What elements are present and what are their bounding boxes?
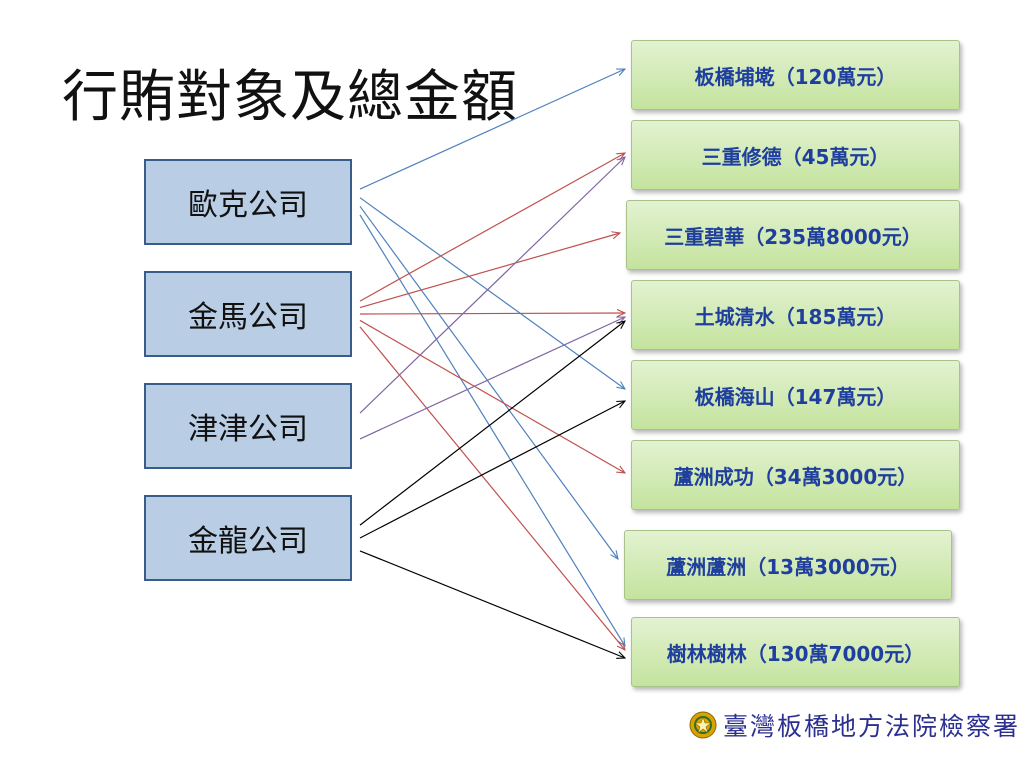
connection-arrow: [359, 153, 625, 302]
footer-text: 臺灣板橋地方法院檢察署: [722, 712, 1020, 741]
court-emblem-icon: [689, 711, 717, 739]
target-box: 三重碧華（235萬8000元）: [626, 200, 960, 270]
company-box: 金龍公司: [144, 495, 352, 581]
target-box: 板橋埔墘（120萬元）: [631, 40, 960, 110]
page-title: 行賄對象及總金額: [62, 65, 518, 130]
target-box: 板橋海山（147萬元）: [631, 360, 960, 430]
connection-arrow: [359, 401, 625, 539]
target-box: 三重修德（45萬元）: [631, 120, 960, 190]
connection-arrow: [359, 313, 625, 314]
connection-arrow: [359, 550, 625, 658]
target-box: 蘆洲成功（34萬3000元）: [631, 440, 960, 510]
company-box: 津津公司: [144, 383, 352, 469]
connection-arrow: [359, 321, 625, 526]
connection-arrow: [359, 197, 625, 389]
company-box: 歐克公司: [144, 159, 352, 245]
connection-arrow: [359, 214, 625, 646]
connection-arrow: [359, 157, 625, 414]
target-box: 土城清水（185萬元）: [631, 280, 960, 350]
connection-arrow: [359, 317, 625, 440]
connection-arrow: [359, 205, 618, 559]
target-box: 樹林樹林（130萬7000元）: [631, 617, 960, 687]
connection-arrow: [359, 326, 625, 650]
connection-arrow: [359, 69, 625, 190]
footer-organization: 臺灣板橋地方法院檢察署: [689, 708, 1020, 742]
connection-arrow: [359, 319, 625, 473]
company-box: 金馬公司: [144, 271, 352, 357]
target-box: 蘆洲蘆洲（13萬3000元）: [624, 530, 952, 600]
connection-arrow: [359, 233, 620, 309]
